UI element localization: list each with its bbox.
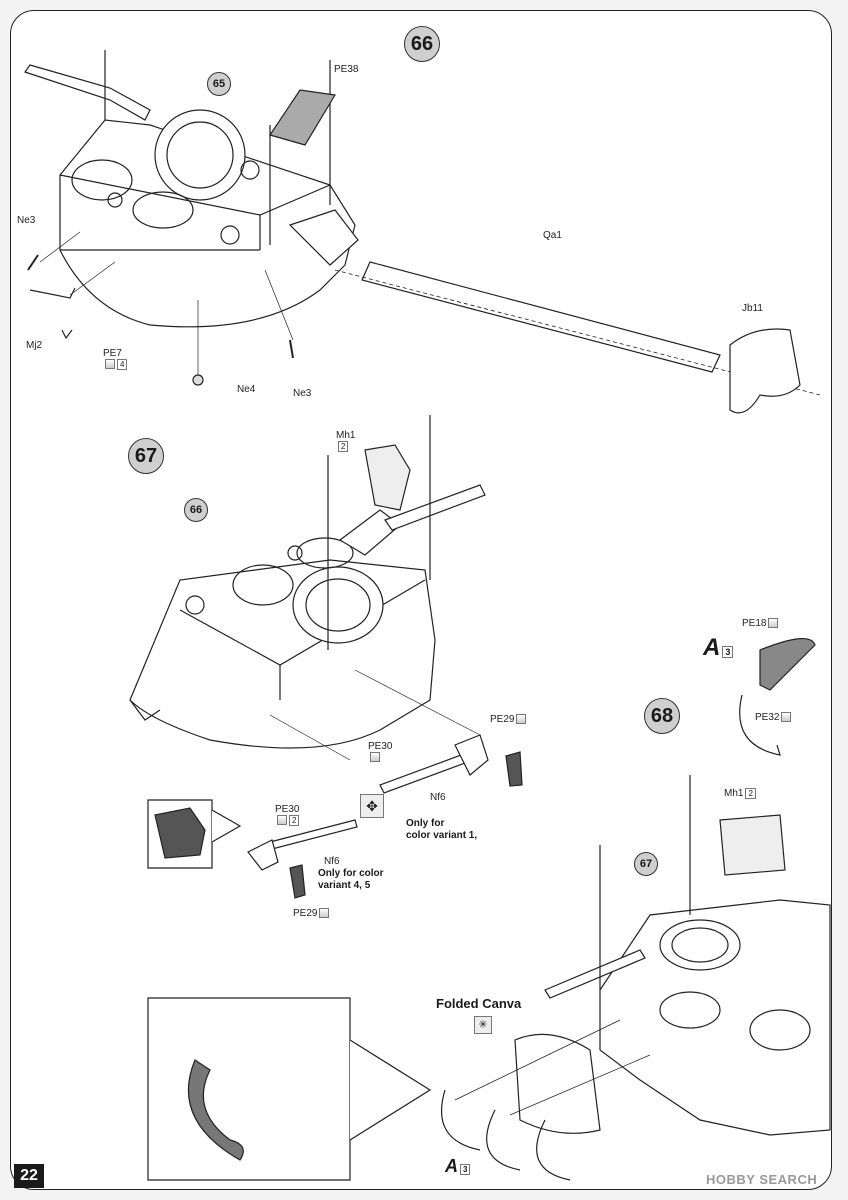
- step-68-badge: 68: [644, 698, 680, 734]
- pe30-code: PE30: [368, 741, 393, 752]
- part-pe32-label: PE32: [755, 712, 792, 723]
- part-mh1-label: Mh1 2: [336, 430, 355, 452]
- mh1-qty: 2: [338, 441, 349, 452]
- subassembly-65-ref: 65: [207, 72, 231, 96]
- part-ne3-label: Ne3: [17, 215, 36, 226]
- part-jb11-label: Jb11: [742, 303, 763, 314]
- photo-etch-icon: [370, 752, 380, 763]
- variant-marker-icon: ✥: [360, 794, 384, 818]
- photo-etch-icon: [319, 908, 330, 919]
- part-pe18-label: PE18: [742, 618, 779, 629]
- part-nf6b-label: Nf6: [324, 856, 340, 867]
- pe29b-code: PE29: [293, 908, 318, 919]
- mh1-68-qty: 2: [745, 788, 756, 799]
- part-nf6-label: Nf6: [430, 792, 446, 803]
- part-pe29-label: PE29: [490, 714, 527, 725]
- photo-etch-icon: [768, 618, 779, 629]
- part-mj2-label: Mj2: [26, 340, 43, 351]
- mh1-code: Mh1: [336, 430, 356, 441]
- pe30b-code: PE30: [275, 804, 300, 815]
- step-67-badge: 67: [128, 438, 164, 474]
- part-pe38-label: PE38: [334, 64, 359, 75]
- pe7-qty: 4: [117, 359, 128, 370]
- pe18-code: PE18: [742, 618, 767, 629]
- bottom-a-qty: 3: [460, 1164, 471, 1175]
- turret-68: [147, 637, 831, 1181]
- folded-canva-label: Folded Canva: [436, 996, 522, 1011]
- canvas-marker-icon: ✳: [474, 1016, 492, 1034]
- subassembly-67-ref: 67: [634, 852, 658, 876]
- variant-45-note: Only for color variant 4, 5: [318, 868, 384, 891]
- pe29-code: PE29: [490, 714, 515, 725]
- part-pe29b-label: PE29: [293, 908, 330, 919]
- photo-etch-icon: [516, 714, 527, 725]
- pe7-code: PE7: [103, 348, 122, 359]
- subassembly-a-letter: A: [703, 634, 721, 661]
- turret-66: [24, 50, 821, 414]
- part-pe7-label: PE7 4: [103, 348, 128, 370]
- part-qa1-label: Qa1: [543, 230, 562, 241]
- page-number: 22: [14, 1164, 44, 1188]
- turret-67: [129, 415, 523, 899]
- pe30b-qty: 2: [289, 815, 300, 826]
- part-ne4-label: Ne4: [237, 384, 256, 395]
- part-pe30-label: PE30: [368, 741, 392, 763]
- subassembly-66-ref: 66: [184, 498, 208, 522]
- bottom-a-letter: A: [445, 1156, 458, 1176]
- pe32-code: PE32: [755, 712, 780, 723]
- photo-etch-icon: [277, 815, 287, 826]
- watermark: HOBBY SEARCH: [706, 1172, 818, 1187]
- step-66-badge: 66: [404, 26, 440, 62]
- photo-etch-icon: [105, 359, 115, 370]
- photo-etch-icon: [781, 712, 792, 723]
- mh1-68-code: Mh1: [724, 788, 744, 799]
- variant-1-note: Only for color variant 1,: [406, 818, 478, 841]
- subassembly-a-qty: 3: [722, 646, 734, 658]
- part-ne3b-label: Ne3: [293, 388, 312, 399]
